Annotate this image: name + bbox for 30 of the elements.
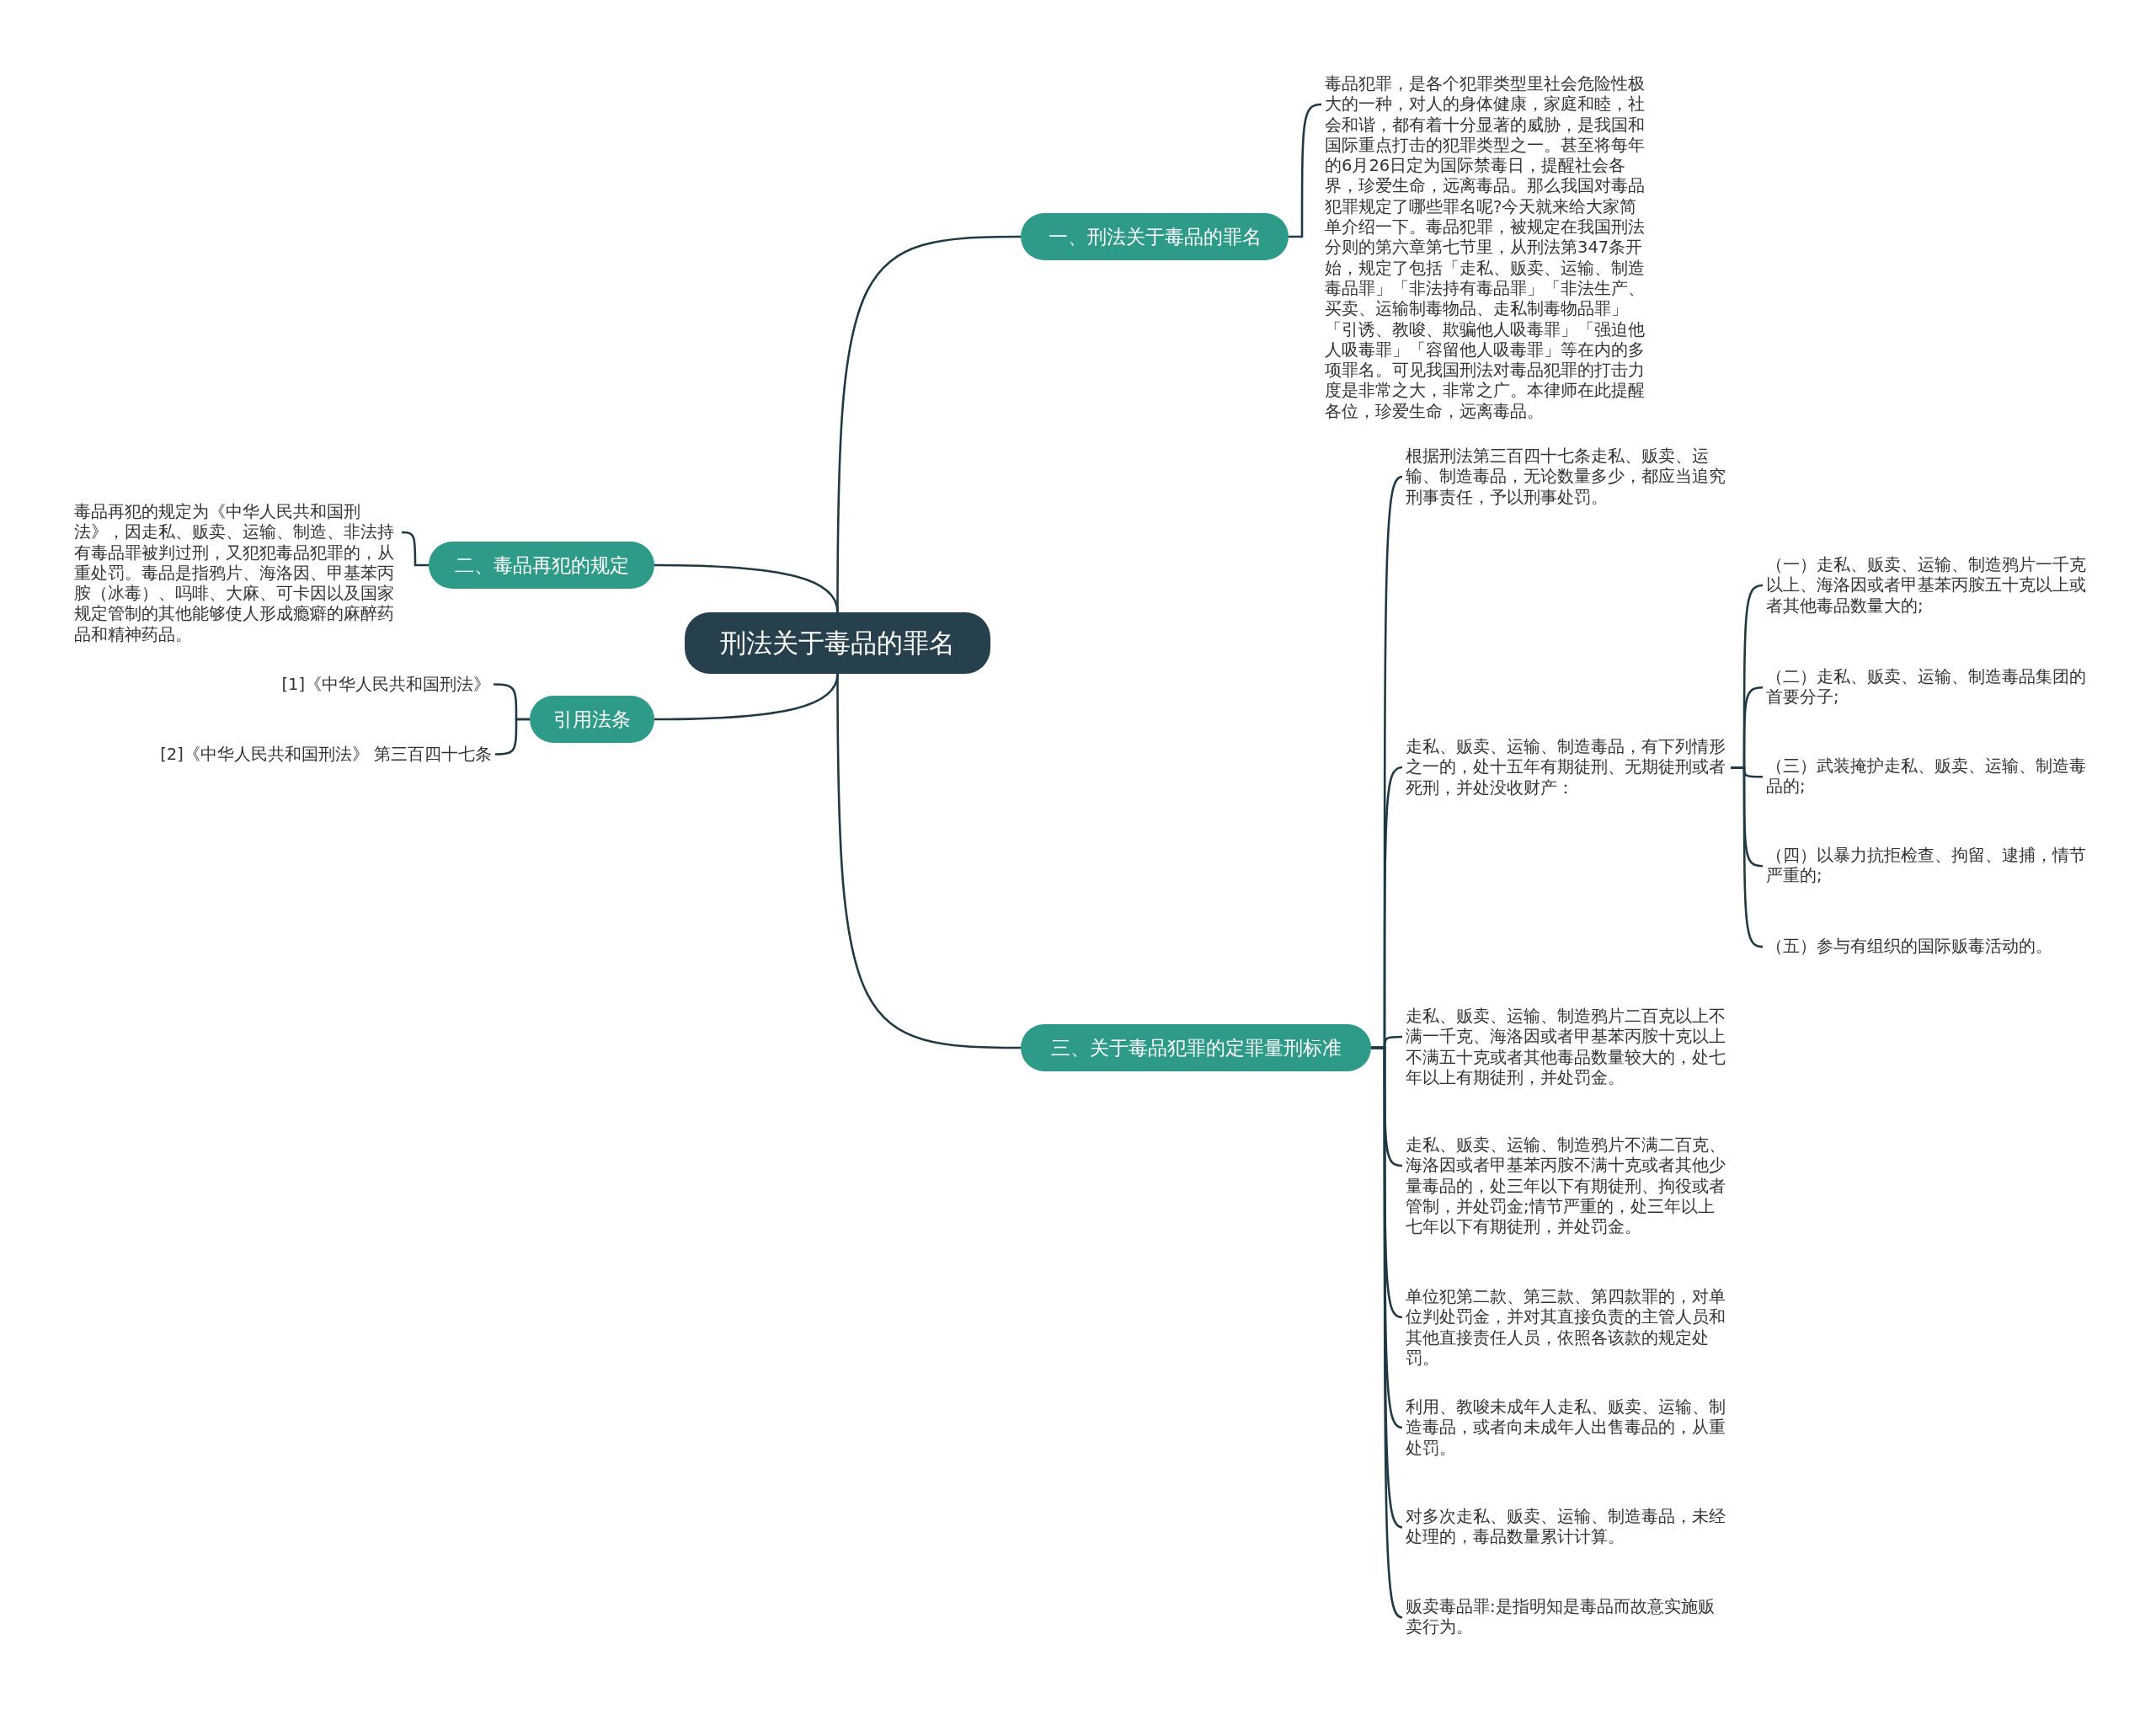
connector-line [494,718,530,756]
central-topic: 刑法关于毒品的罪名 [685,612,990,674]
note-text: 根据刑法第三百四十七条走私、贩卖、运输、制造毒品，无论数量多少，都应当追究刑事责任，予以刑事处罚。 [1406,446,1731,508]
connector-line [836,674,1021,1049]
topic-pill: 二、毒品再犯的规定 [429,542,654,589]
connector-line [401,531,429,567]
note-text: （四）以暴力抗拒检查、拘留、逮捕，情节严重的; [1766,846,2090,887]
topic-pill: 一、刑法关于毒品的罪名 [1021,213,1289,260]
note-text: 走私、贩卖、运输、制造鸦片不满二百克、海洛因或者甲基苯丙胺不满十克或者其他少量毒品的，处三年以下有期徒刑、拘役或者管制，并处罚金;情节严重的，处三年以上七年以下有期徒刑，并处罚金。 [1406,1135,1731,1238]
note-text: 毒品犯罪，是各个犯罪类型里社会危险性极大的一种，对人的身体健康，家庭和睦，社会和谐，都有着十分显著的威胁，是我国和国际重点打击的犯罪类型之一。甚至将每年的6月26日定为国际禁毒日，提醒社会各界，珍爱生命，远离毒品。那么我国对毒品犯罪规定了哪些罪名呢?今天就来给大家简单介绍一下。毒品犯罪，被规定在我国刑法分则的第六章第七节里，从刑法第347条开始，规定了包括「走私、贩卖、运输、制造毒品罪」「非法持有毒品罪」「非法生产、买卖、运输制毒物品、走私制毒物品罪」「引诱、教唆、欺骗他人吸毒罪」「强迫他人吸毒罪」「容留他人吸毒罪」等在内的多项罪名。可见我国刑法对毒品犯罪的打击力度是非常之大，非常之广。本律师在此提醒各位，珍爱生命，远离毒品。 [1325,74,1648,423]
note-text: （二）走私、贩卖、运输、制造毒品集团的首要分子; [1766,667,2090,708]
note-text: 走私、贩卖、运输、制造鸦片二百克以上不满一千克、海洛因或者甲基苯丙胺十克以上不满五十克或者其他毒品数量较大的，处七年以上有期徒刑，并处罚金。 [1406,1007,1731,1089]
note-text: 贩卖毒品罪:是指明知是毒品而故意实施贩卖行为。 [1406,1597,1731,1638]
note-text: （三）武装掩护走私、贩卖、运输、制造毒品的; [1766,756,2090,798]
note-text: 毒品再犯的规定为《中华人民共和国刑法》，因走私、贩卖、运输、制造、非法持有毒品罪被判过刑，又犯犯毒品犯罪的，从重处罚。毒品是指鸦片、海洛因、甲基苯丙胺（冰毒）、吗啡、大麻、可卡因以及国家规定管制的其他能够使人形成瘾癖的麻醉药品和精神药品。 [74,502,398,646]
topic-pill: 三、关于毒品犯罪的定罪量刑标准 [1021,1024,1371,1071]
reference-text: [1]《中华人民共和国刑法》 [253,674,490,695]
connector-line [1371,1046,1403,1619]
reference-text: [2]《中华人民共和国刑法》 第三百四十七条 [126,744,492,765]
note-text: 利用、教唆未成年人走私、贩卖、运输、制造毒品，或者向未成年人出售毒品的，从重处罚。 [1406,1397,1731,1459]
note-text: 走私、贩卖、运输、制造毒品，有下列情形之一的，处十五年有期徒刑、无期徒刑或者死刑，并处没收财产： [1406,737,1731,798]
topic-pill: 引用法条 [530,696,654,743]
connector-line [1731,766,1764,948]
connector-line [654,563,839,613]
note-text: 单位犯第二款、第三款、第四款罪的，对单位判处罚金，并对其直接负责的主管人员和其他直接责任人员，依照各该款的规定处罚。 [1406,1287,1731,1370]
note-text: （五）参与有组织的国际贩毒活动的。 [1766,937,2090,958]
note-text: 对多次走私、贩卖、运输、制造毒品，未经处理的，毒品数量累计计算。 [1406,1507,1731,1548]
connector-line [836,235,1021,612]
connector-line [1289,103,1322,238]
note-text: （一）走私、贩卖、运输、制造鸦片一千克以上、海洛因或者甲基苯丙胺五十克以上或者其他毒品数量大的; [1766,555,2090,617]
